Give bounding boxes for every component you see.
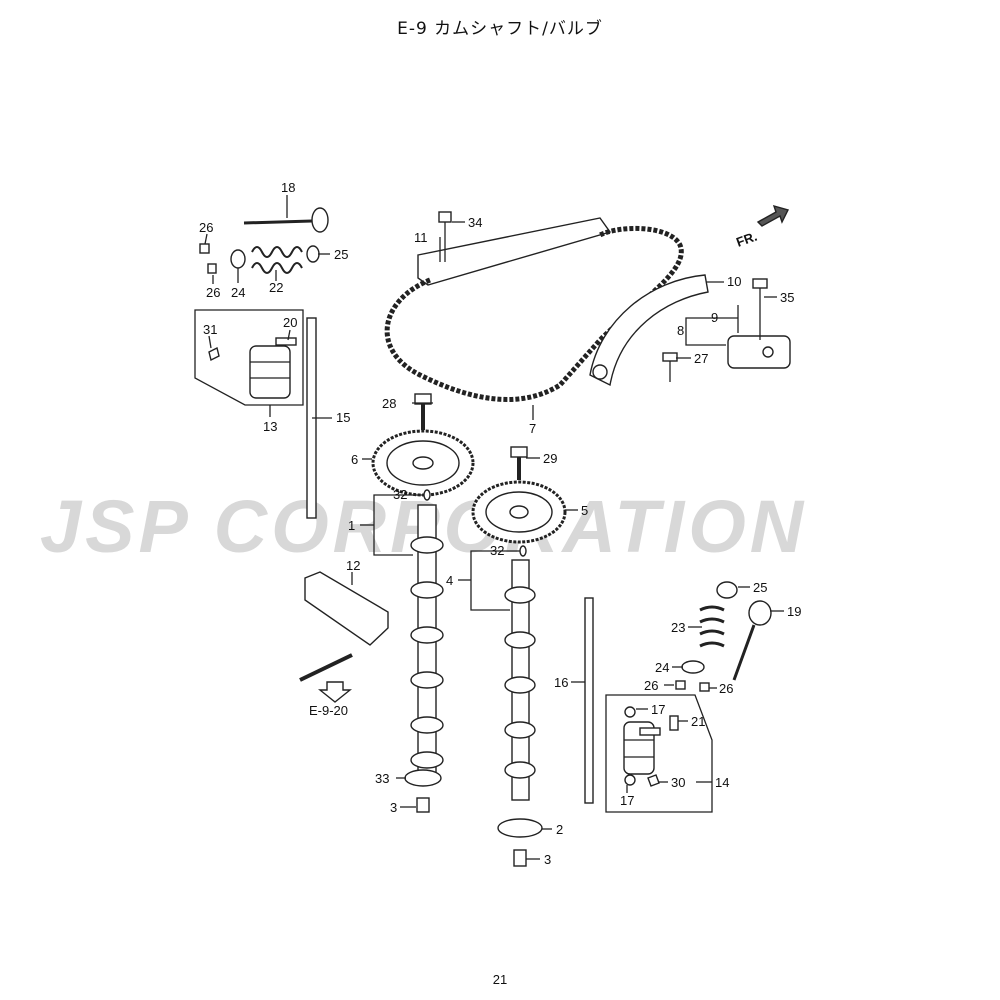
chain-tensioner-8 — [727, 335, 791, 369]
cotter-top-b — [207, 263, 217, 274]
bolt-35-head — [752, 278, 768, 289]
pin-32-a — [423, 489, 431, 501]
chain-guide-11 — [417, 217, 612, 286]
callout-3: 3 — [390, 800, 397, 815]
callout-1: 1 — [348, 518, 355, 533]
nut-31 — [208, 346, 220, 362]
front-direction-indicator: FR. — [734, 204, 790, 250]
timing-chain-7 — [384, 225, 684, 402]
rocker-shaft-16 — [584, 597, 594, 804]
page-title: E-9 カムシャフト/バルブ — [397, 19, 603, 39]
callout-27: 27 — [694, 351, 708, 366]
rocker-arm-13 — [249, 337, 297, 399]
cam-sprocket-5 — [471, 480, 567, 544]
nut-30 — [647, 774, 660, 787]
callout-14: 14 — [715, 775, 729, 790]
callout-23: 23 — [671, 620, 685, 635]
callout-11: 11 — [414, 230, 428, 245]
page-number: 21 — [492, 972, 508, 987]
cotter-top-a — [199, 243, 210, 254]
callout-26: 26 — [719, 681, 733, 696]
bolt-28-head — [414, 393, 432, 405]
callout-21: 21 — [691, 714, 705, 729]
cam-sprocket-6 — [371, 429, 475, 497]
callout-7: 7 — [529, 421, 536, 436]
assembly-bracket-13 — [194, 309, 304, 406]
callout-17: 17 — [651, 702, 665, 717]
callout-18: 18 — [281, 180, 295, 195]
callout-28: 28 — [382, 396, 396, 411]
callout-32: 32 — [490, 543, 504, 558]
clip-17-b — [624, 774, 636, 786]
callout-4: 4 — [446, 573, 453, 588]
callout-26: 26 — [206, 285, 220, 300]
bolt-27-head — [662, 352, 678, 362]
exhaust-valve-head — [748, 600, 772, 626]
callout-30: 30 — [671, 775, 685, 790]
callout-29: 29 — [543, 451, 557, 466]
callout-24: 24 — [231, 285, 245, 300]
seal-33 — [404, 769, 442, 787]
clip-17-a — [624, 706, 636, 718]
tensioner-pivot — [592, 364, 608, 380]
rocker-arm-14 — [623, 721, 661, 775]
front-direction-label: FR. — [734, 229, 759, 250]
cotter-26-a — [675, 680, 686, 690]
callout-19: 19 — [787, 604, 801, 619]
exhaust-valve-stem — [732, 624, 756, 681]
long-bolt — [299, 653, 353, 682]
bolt-29-head — [510, 446, 528, 458]
callout-22: 22 — [269, 280, 283, 295]
tensioner-arm-10 — [589, 274, 709, 387]
reference-arrow — [318, 681, 352, 703]
callout-32: 32 — [393, 487, 407, 502]
spring-seat-24 — [681, 660, 705, 674]
leader-lines — [204, 195, 784, 860]
callout-26: 26 — [644, 678, 658, 693]
cover-plate-12 — [304, 571, 389, 646]
bolt-34-head — [438, 211, 452, 223]
pin-32-b — [519, 545, 527, 557]
reference-label: E-9-20 — [309, 703, 348, 718]
callout-10: 10 — [727, 274, 741, 289]
bolt-3-right — [513, 849, 527, 867]
valve-spring-top — [251, 246, 303, 274]
callout-33: 33 — [375, 771, 389, 786]
callout-13: 13 — [263, 419, 277, 434]
callout-31: 31 — [203, 322, 217, 337]
cotter-26-b — [699, 682, 710, 692]
callout-12: 12 — [346, 558, 360, 573]
adjuster-21 — [669, 715, 679, 731]
bolt-3-left — [416, 797, 430, 813]
callout-25: 25 — [753, 580, 767, 595]
callout-20: 20 — [283, 315, 297, 330]
callout-9: 9 — [711, 310, 718, 325]
callout-17: 17 — [620, 793, 634, 808]
valve-spring-23 — [699, 605, 725, 648]
callout-15: 15 — [336, 410, 350, 425]
valve-seal-25 — [716, 581, 738, 599]
callout-3: 3 — [544, 852, 551, 867]
callout-26: 26 — [199, 220, 213, 235]
callout-24: 24 — [655, 660, 669, 675]
assembly-bracket-14 — [605, 694, 713, 813]
callout-2: 2 — [556, 822, 563, 837]
callout-labels: 18 26 26 24 22 25 31 20 13 15 11 34 10 3… — [199, 180, 801, 867]
valve-seal-top — [306, 245, 320, 263]
callout-35: 35 — [780, 290, 794, 305]
callout-6: 6 — [351, 452, 358, 467]
camshaft-1 — [410, 504, 444, 776]
intake-valve-top — [243, 207, 329, 233]
cam-sensor-plate-2 — [497, 818, 543, 838]
callout-8: 8 — [677, 323, 684, 338]
spring-seat-top — [230, 249, 246, 269]
callout-34: 34 — [468, 215, 482, 230]
callout-16: 16 — [554, 675, 568, 690]
callout-25: 25 — [334, 247, 348, 262]
callout-5: 5 — [581, 503, 588, 518]
camshaft-4 — [504, 559, 536, 801]
